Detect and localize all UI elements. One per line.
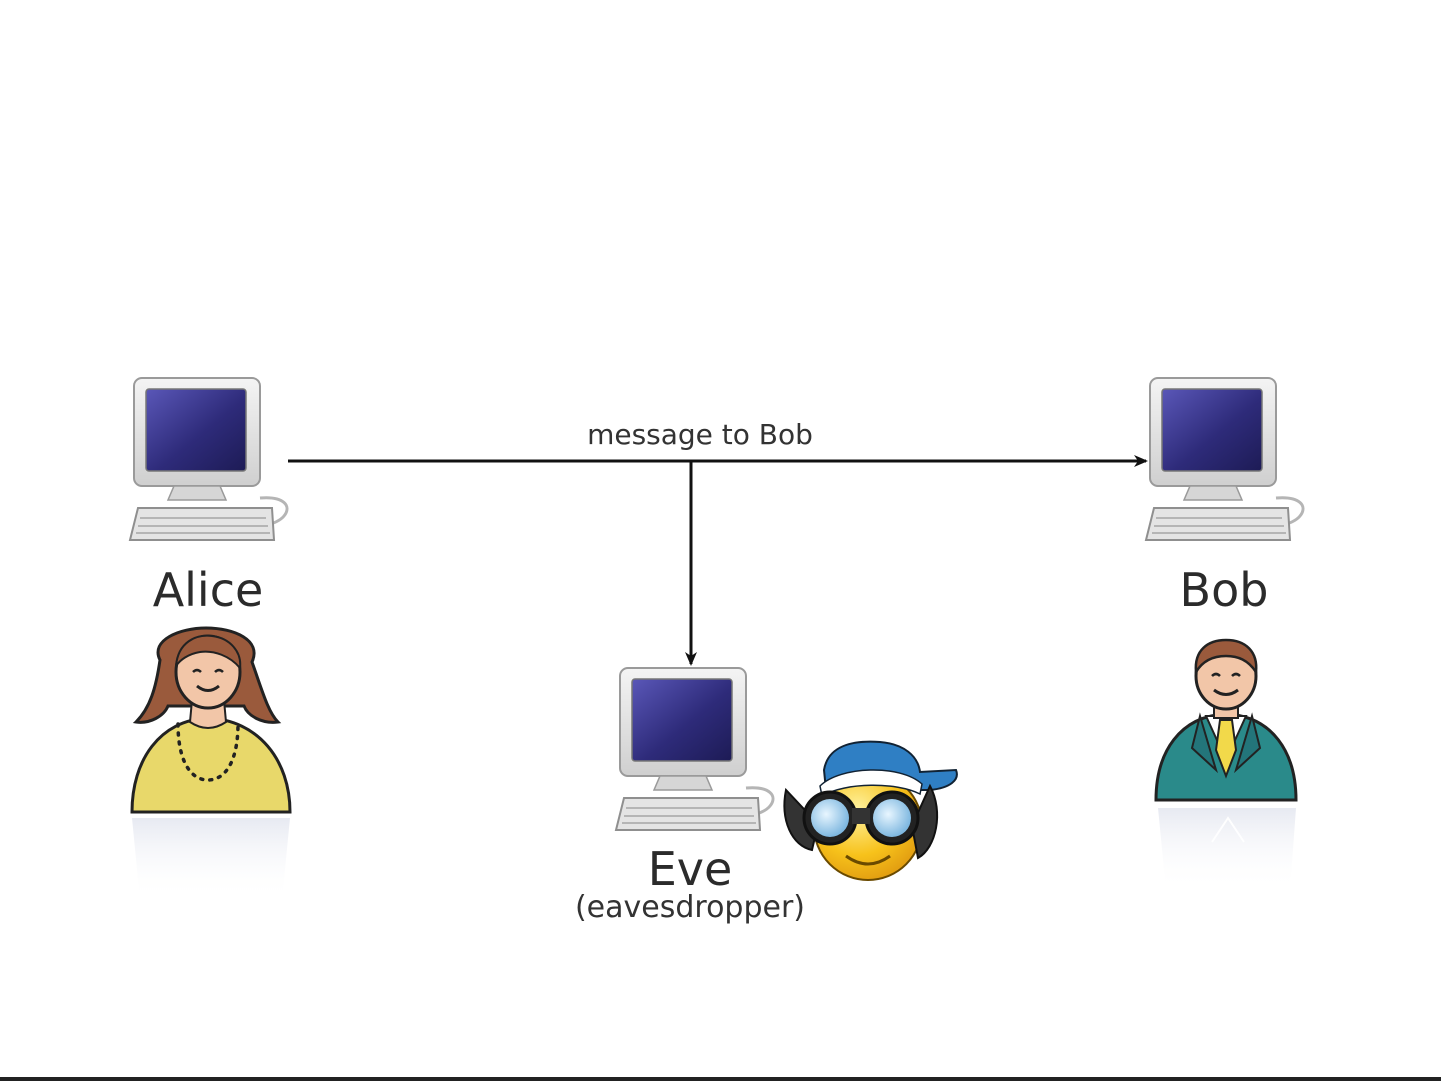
bottom-border [0, 1077, 1441, 1081]
alice-label: Alice [118, 563, 298, 617]
eve-spy-smiley-icon [784, 742, 956, 880]
message-label: message to Bob [560, 418, 840, 451]
bob-avatar [1156, 640, 1296, 890]
bob-label: Bob [1134, 563, 1314, 617]
bob-computer-icon [1146, 378, 1303, 540]
eve-sublabel: (eavesdropper) [540, 890, 840, 925]
eve-computer-icon [616, 668, 773, 830]
alice-computer-icon [130, 378, 287, 540]
eve-label: Eve [600, 842, 780, 896]
alice-avatar [132, 628, 290, 900]
